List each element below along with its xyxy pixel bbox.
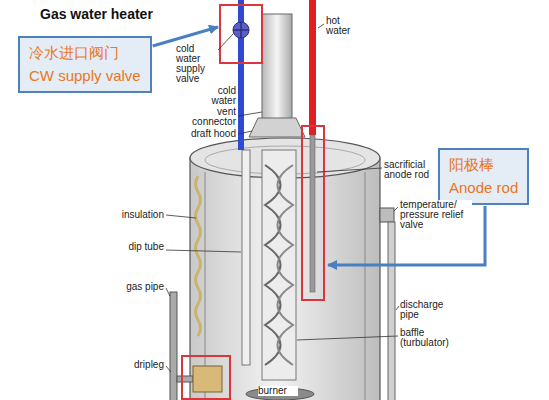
supply-valve-handle — [233, 22, 249, 38]
part-label: sacrificial anode rod — [384, 160, 436, 180]
vent-pipe — [262, 14, 292, 120]
callout-text: 阳极棒 — [449, 154, 518, 177]
diagram-title: Gas water heater — [40, 6, 153, 22]
flue-tube — [262, 150, 296, 380]
hot-water-pipe — [309, 0, 316, 135]
gas-pipe — [170, 292, 177, 400]
leader-lines — [166, 24, 399, 372]
part-label: dip tube — [124, 242, 164, 252]
gas-pipe — [177, 376, 193, 382]
highlight-box — [182, 356, 230, 399]
part-label: burner — [258, 386, 298, 396]
callout-text: 冷水进口阀门 — [29, 42, 141, 65]
callout-text: Anode rod — [449, 177, 518, 200]
highlight-box — [302, 126, 324, 300]
draft-hood — [249, 118, 305, 137]
anode-rod — [310, 135, 315, 292]
part-label: dripleg — [124, 360, 164, 370]
part-label: draft hood — [186, 129, 236, 139]
leader-line — [166, 250, 241, 252]
valve-spoke — [240, 22, 242, 38]
relief-valve — [380, 208, 394, 222]
leader-line — [166, 366, 171, 372]
leader-line — [166, 215, 196, 218]
part-label: discharge pipe — [400, 300, 452, 320]
insulation-layer — [196, 176, 201, 336]
discharge-pipe — [388, 222, 395, 400]
baffle — [278, 165, 294, 365]
dip-tube — [242, 150, 250, 365]
part-label: insulation — [112, 210, 164, 220]
part-label: vent connector — [190, 107, 236, 127]
leader-line — [396, 306, 399, 310]
part-label: baffle (turbulator) — [400, 328, 462, 348]
part-label: hot water — [326, 16, 366, 36]
highlight-box — [220, 5, 262, 63]
leader-line — [317, 168, 382, 172]
leader-line — [394, 207, 398, 211]
leader-line — [318, 24, 324, 28]
callout-box: 阳极棒Anode rod — [438, 148, 529, 205]
leader-line — [238, 131, 252, 134]
gas-control-valve — [193, 366, 222, 392]
leader-line — [166, 288, 170, 296]
inner-tank-wall — [365, 172, 366, 400]
leader-line — [218, 34, 233, 50]
leader-line — [238, 112, 262, 116]
callout-text: CW supply valve — [29, 65, 141, 88]
part-label: cold water — [206, 86, 236, 106]
part-label: cold water supply valve — [176, 44, 216, 84]
part-label: gas pipe — [124, 282, 164, 292]
part-label: temperature/ pressure relief valve — [400, 200, 472, 230]
leader-line — [297, 336, 398, 340]
callout-box: 冷水进口阀门CW supply valve — [18, 36, 152, 93]
